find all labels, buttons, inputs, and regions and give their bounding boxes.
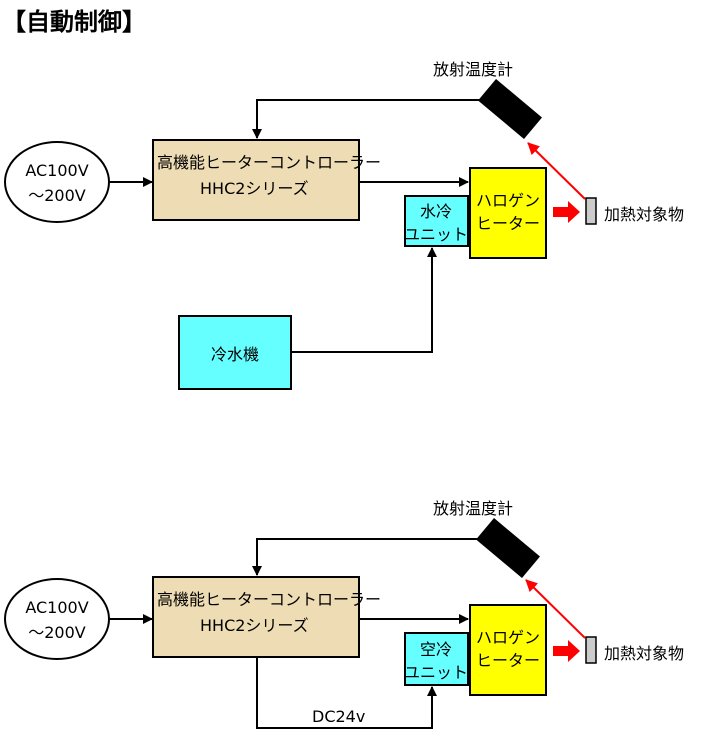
heat-arrow-top xyxy=(553,201,580,223)
ir-arrow-bottom xyxy=(525,579,586,639)
heater-label-top-1: ハロゲン xyxy=(476,191,540,210)
top-diagram: AC100V ～200V 高機能ヒーターコントローラー HHC2シリーズ 放射温… xyxy=(4,60,684,390)
controller-label-top-2: HHC2シリーズ xyxy=(200,179,309,198)
chiller-label: 冷水機 xyxy=(211,345,259,364)
cooling-unit-bottom xyxy=(404,632,469,686)
feedback-arrow-bottom xyxy=(252,538,480,576)
thermometer-bottom xyxy=(476,517,540,579)
controller-box-bottom xyxy=(152,576,360,658)
power-label-top-1: AC100V xyxy=(25,161,88,180)
diagram-title: 【自動制御】 xyxy=(2,8,146,36)
heater-top xyxy=(469,167,547,259)
cooling-unit-label-bottom-2: ユニット xyxy=(404,663,468,682)
heater-label-top-2: ヒーター xyxy=(476,214,540,233)
power-label-top-2: ～200V xyxy=(28,186,86,205)
heat-arrow-bottom xyxy=(553,640,580,662)
bottom-diagram: AC100V ～200V 高機能ヒーターコントローラー HHC2シリーズ 放射温… xyxy=(4,499,684,729)
heater-bottom xyxy=(469,604,547,696)
cooling-unit-label-top-2: ユニット xyxy=(404,225,468,244)
controller-label-top-1: 高機能ヒーターコントローラー xyxy=(157,153,381,172)
cooling-unit-label-bottom-1: 空冷 xyxy=(420,640,452,659)
dc-label: DC24v xyxy=(312,707,365,726)
power-label-bottom-2: ～200V xyxy=(28,623,86,642)
target-object-top xyxy=(585,197,597,225)
chiller-box xyxy=(178,315,292,390)
power-source-bottom xyxy=(4,578,110,660)
target-label-top: 加熱対象物 xyxy=(604,205,684,224)
target-label-bottom: 加熱対象物 xyxy=(604,644,684,663)
dc-supply-arrow xyxy=(256,657,437,729)
thermometer-label-bottom: 放射温度計 xyxy=(433,499,513,518)
chiller-to-cooling-arrow xyxy=(291,247,437,353)
controller-label-bottom-1: 高機能ヒーターコントローラー xyxy=(157,590,381,609)
power-label-bottom-1: AC100V xyxy=(25,598,88,617)
power-source-top xyxy=(4,141,110,223)
feedback-arrow-top xyxy=(252,99,480,139)
heater-label-bottom-2: ヒーター xyxy=(476,651,540,670)
cooling-unit-label-top-1: 水冷 xyxy=(420,202,452,221)
controller-box-top xyxy=(152,139,360,221)
heater-label-bottom-1: ハロゲン xyxy=(476,628,540,647)
cooling-unit-top xyxy=(404,195,469,247)
target-object-bottom xyxy=(585,636,597,664)
controller-label-bottom-2: HHC2シリーズ xyxy=(200,616,309,635)
thermometer-top xyxy=(478,78,542,140)
thermometer-label-top: 放射温度計 xyxy=(433,60,513,79)
ir-arrow-top xyxy=(527,142,586,200)
